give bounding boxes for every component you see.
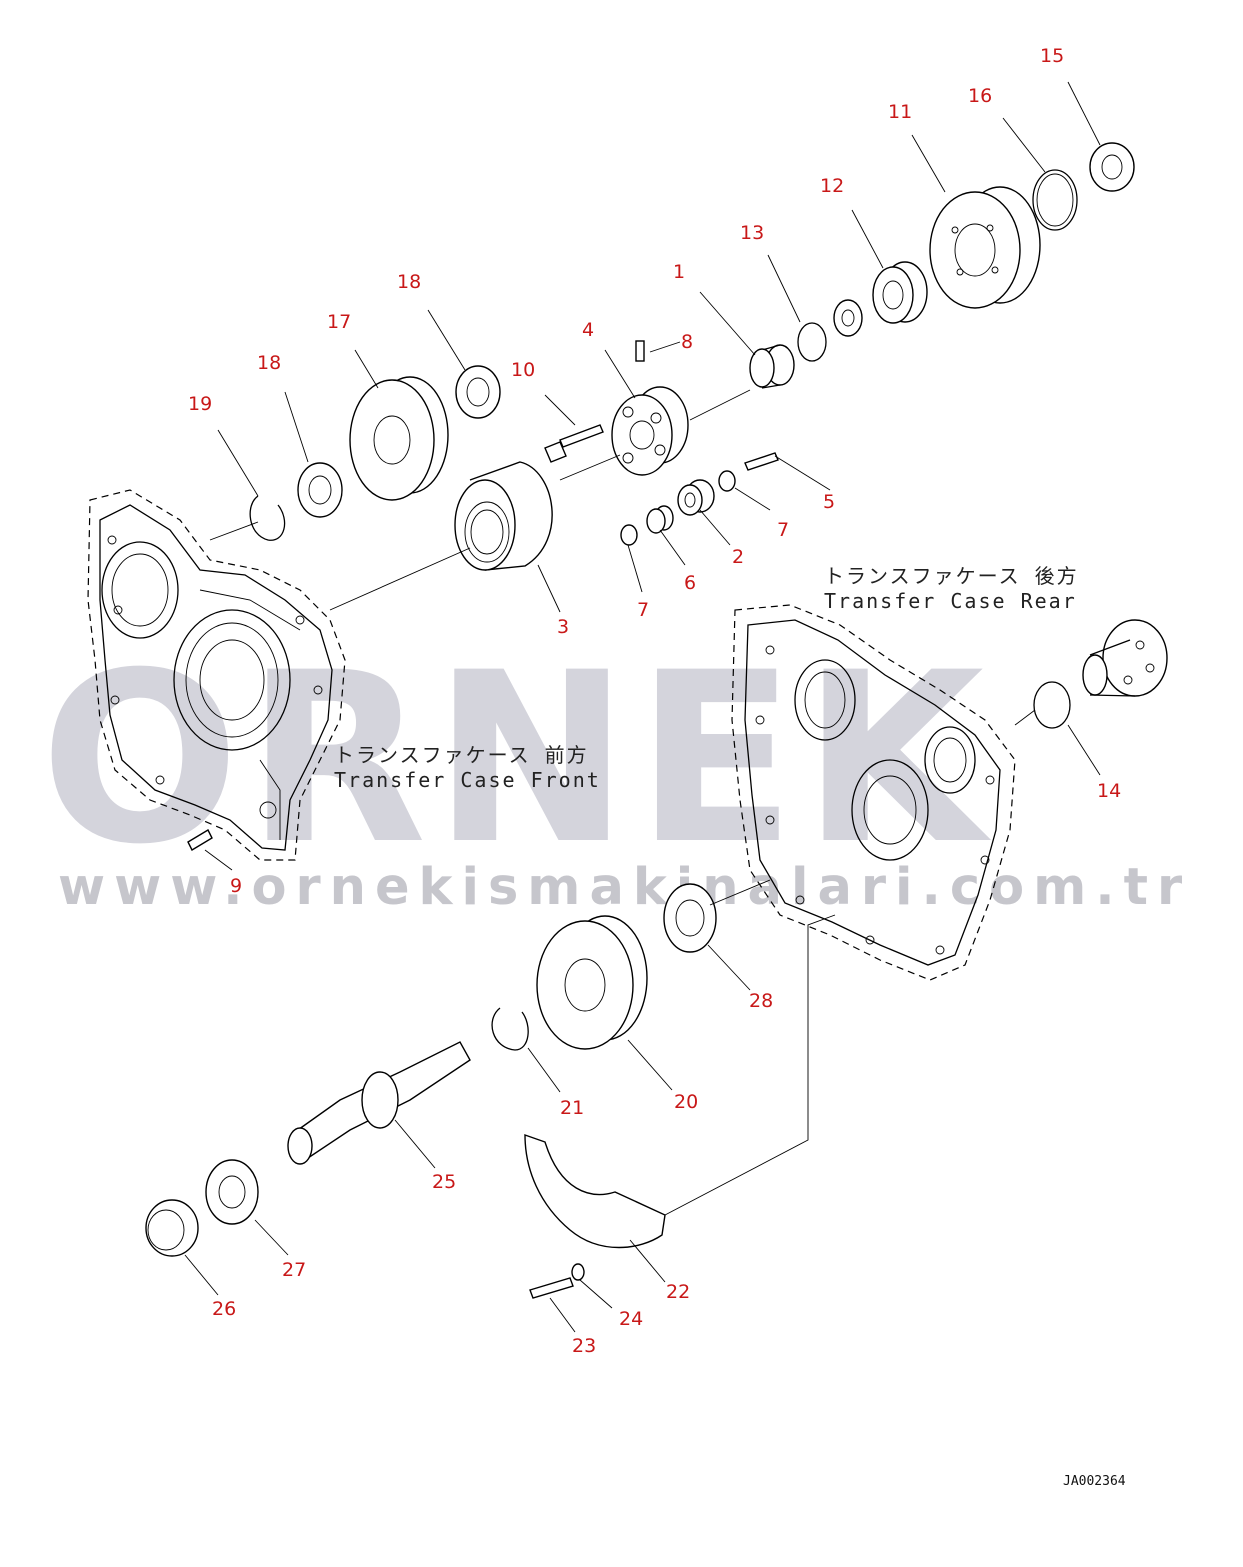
- callout-16: 16: [968, 85, 993, 107]
- part-20-gear: [536, 915, 648, 1050]
- part-21-snap-ring: [491, 1007, 529, 1051]
- part-10-bolt: [544, 424, 604, 463]
- part-12-bearing: [872, 261, 928, 324]
- part-2-pinion-gear: [677, 479, 715, 516]
- rear-case-label-en: Transfer Case Rear: [824, 589, 1077, 613]
- part-11-gear: [929, 186, 1041, 309]
- callout-26: 26: [212, 1298, 237, 1320]
- part-19-snap-ring: [249, 495, 286, 541]
- part-8-pin: [635, 340, 645, 362]
- callout-3: 3: [557, 616, 570, 638]
- watermark-url: www.ornekismakinalari.com.tr: [58, 858, 1192, 917]
- callout-18-lower: 18: [257, 352, 282, 374]
- part-7-washer-lower: [620, 524, 638, 546]
- front-case-label-jp: トランスファケース 前方: [334, 743, 589, 767]
- part-27-bearing: [205, 1159, 259, 1225]
- part-9-dowel: [187, 829, 213, 851]
- callout-14: 14: [1097, 780, 1122, 802]
- part-1-needle-bearing: [749, 344, 795, 389]
- part-3-ring-gear: [454, 461, 553, 571]
- callout-10: 10: [511, 359, 536, 381]
- callout-25: 25: [432, 1171, 457, 1193]
- part-14-o-ring: [1033, 681, 1071, 729]
- part-28-bearing: [663, 883, 717, 953]
- callout-8: 8: [681, 331, 694, 353]
- part-22-cover: [524, 1134, 666, 1249]
- callout-2: 2: [732, 546, 745, 568]
- callout-18-upper: 18: [397, 271, 422, 293]
- callout-6: 6: [684, 572, 697, 594]
- part-18-bearing-upper: [455, 365, 501, 419]
- callout-13: 13: [740, 222, 765, 244]
- front-case-label-en: Transfer Case Front: [334, 768, 601, 792]
- part-24-washer: [571, 1263, 585, 1281]
- part-15-washer: [1089, 142, 1135, 192]
- callout-19: 19: [188, 393, 213, 415]
- transfer-case-front: [87, 489, 346, 861]
- part-17-gear: [349, 376, 449, 501]
- part-13-snap-ring: [797, 322, 827, 362]
- output-flange: [1082, 619, 1168, 697]
- callout-5: 5: [823, 491, 836, 513]
- callout-28: 28: [749, 990, 774, 1012]
- callout-7-right: 7: [777, 519, 790, 541]
- part-5-shaft: [744, 452, 831, 491]
- part-18-bearing-lower: [297, 462, 343, 518]
- callout-27: 27: [282, 1259, 307, 1281]
- part-23-bolt: [529, 1277, 574, 1299]
- callout-9: 9: [230, 875, 243, 897]
- callout-7-left: 7: [637, 599, 650, 621]
- part-25-shaft: [287, 1041, 471, 1165]
- callout-1: 1: [673, 261, 686, 283]
- callout-17: 17: [327, 311, 352, 333]
- rear-case-label-jp: トランスファケース 後方: [824, 564, 1079, 588]
- part-7-washer-upper: [718, 470, 736, 492]
- drawing-number: JA002364: [1063, 1474, 1126, 1489]
- leader-lines: [184, 81, 1101, 1333]
- part-6-needle-bearing: [646, 505, 674, 534]
- part-4-carrier: [611, 386, 689, 476]
- callout-15: 15: [1040, 45, 1065, 67]
- callout-4: 4: [582, 319, 595, 341]
- part-26-collar: [145, 1199, 199, 1257]
- transfer-case-rear: [731, 604, 1016, 981]
- part-16-snap-ring: [1032, 169, 1078, 231]
- assembly-lines: [209, 389, 1036, 1216]
- callout-24: 24: [619, 1308, 644, 1330]
- callout-21: 21: [560, 1097, 585, 1119]
- callout-23: 23: [572, 1335, 597, 1357]
- part-spacer: [833, 299, 863, 337]
- callout-12: 12: [820, 175, 845, 197]
- callout-11: 11: [888, 101, 913, 123]
- callout-20: 20: [674, 1091, 699, 1113]
- callout-22: 22: [666, 1281, 691, 1303]
